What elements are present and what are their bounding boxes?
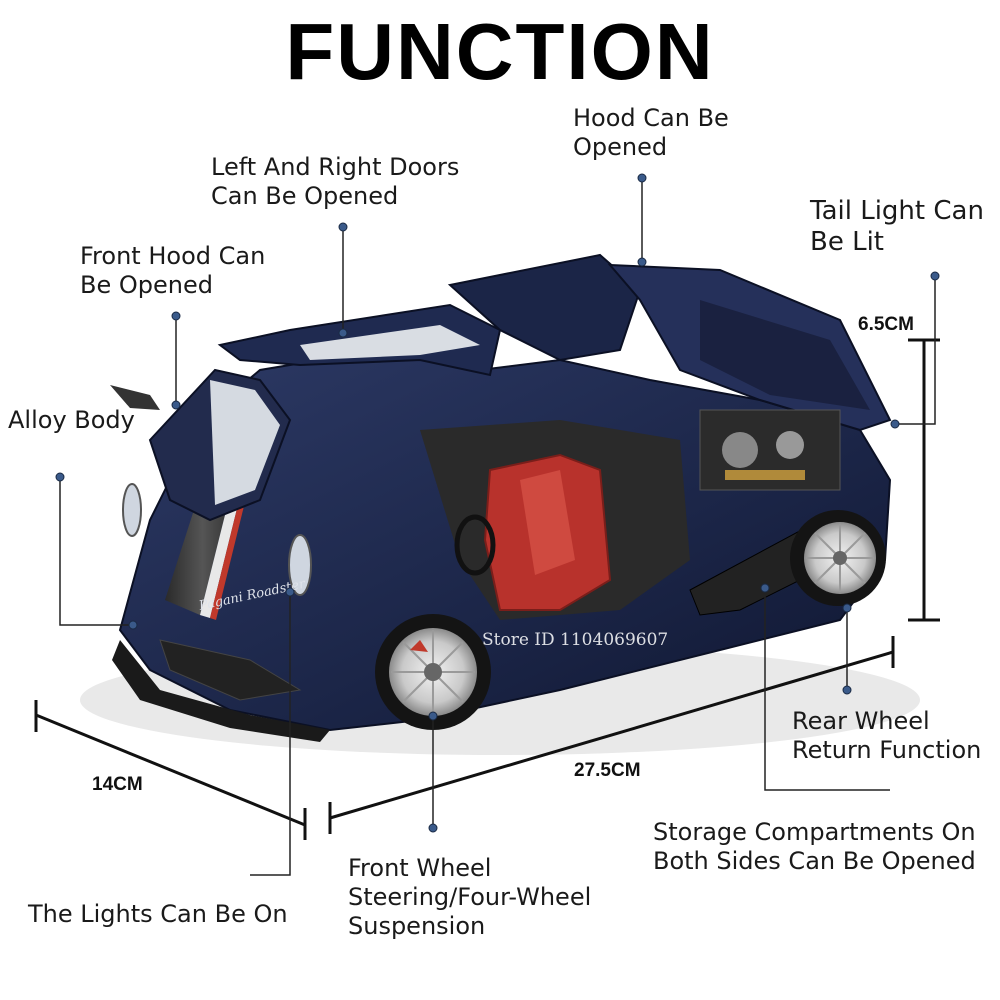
dimension-length-label: 27.5CM	[574, 760, 641, 781]
dimension-width	[34, 700, 307, 840]
leader-tail-light	[895, 276, 936, 425]
page-title: FUNCTION	[285, 7, 715, 96]
label-alloy-body: Alloy Body	[8, 406, 135, 434]
store-watermark: Store ID 1104069607	[482, 630, 669, 650]
right-door-open	[447, 253, 642, 362]
label-tail-light: Tail Light Can Be Lit	[810, 196, 984, 257]
side-mirror	[110, 385, 160, 410]
headlight-left	[122, 483, 142, 537]
label-rear-wheel: Rear Wheel Return Function	[792, 707, 982, 764]
leader-lights	[250, 592, 291, 876]
label-front-wheel: Front Wheel Steering/Four-Wheel Suspensi…	[348, 854, 592, 940]
label-front-hood: Front Hood Can Be Opened	[80, 242, 266, 299]
label-lights: The Lights Can Be On	[28, 900, 288, 928]
dimension-width-label: 14CM	[92, 774, 143, 795]
dimension-length	[328, 636, 895, 834]
label-storage: Storage Compartments On Both Sides Can B…	[653, 818, 976, 875]
leader-storage	[764, 588, 890, 791]
label-doors: Left And Right Doors Can Be Opened	[211, 153, 460, 210]
headlight-right	[288, 534, 312, 596]
leader-alloy	[59, 477, 133, 626]
dimension-height-label: 6.5CM	[858, 314, 914, 335]
steering-wheel	[454, 514, 496, 576]
label-hood: Hood Can Be Opened	[573, 104, 729, 161]
front-splitter	[112, 640, 330, 742]
front-grille	[159, 639, 302, 701]
